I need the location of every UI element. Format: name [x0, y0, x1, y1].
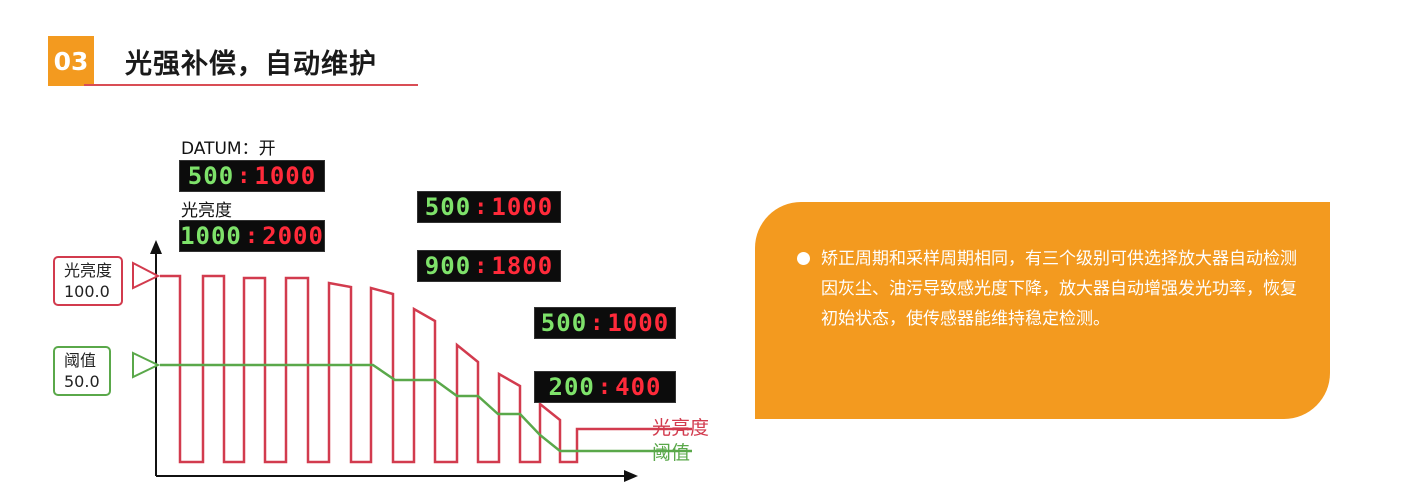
legend-brightness: 光亮度: [652, 417, 710, 439]
led-value-right: 1800: [491, 252, 554, 280]
led-value-left: 200: [548, 373, 595, 401]
led-display: 900:1800: [417, 250, 561, 282]
led-value-right: 2000: [262, 222, 324, 250]
datum-label: DATUM：开: [181, 139, 276, 159]
bullet-icon: [797, 252, 810, 265]
callout-value: 100.0: [64, 282, 110, 301]
led-value-left: 500: [187, 162, 235, 190]
info-card: 矫正周期和采样周期相同，有三个级别可供选择放大器自动检测因灰尘、油污导致感光度下…: [755, 202, 1330, 419]
section-underline: [84, 84, 418, 86]
led-value-left: 500: [540, 309, 588, 337]
brightness-waveform: [160, 274, 692, 464]
led-value-right: 400: [615, 373, 662, 401]
led-value-right: 1000: [254, 162, 317, 190]
led-display: 500:1000: [417, 191, 561, 223]
led-display: 200:400: [534, 371, 676, 403]
brightness-label: 光亮度: [181, 201, 232, 221]
threshold-line: [160, 363, 692, 453]
waveform-chart: [132, 240, 692, 482]
led-value-left: 500: [424, 193, 472, 221]
brightness-callout-pointer: [132, 261, 161, 290]
callout-name: 阈值: [64, 351, 97, 370]
brightness-callout: 光亮度 100.0: [53, 256, 124, 306]
callout-value: 50.0: [64, 372, 100, 391]
y-axis-arrow: [150, 240, 162, 254]
threshold-callout-pointer: [132, 351, 161, 379]
legend-threshold: 阈值: [652, 442, 691, 464]
led-value-left: 1000: [180, 222, 242, 250]
threshold-callout: 阈值 50.0: [53, 346, 111, 396]
light-compensation-diagram: DATUM：开 500:1000 光亮度 1000:2000 500:1000 …: [40, 118, 720, 495]
led-value-right: 1000: [491, 193, 554, 221]
led-value-right: 1000: [607, 309, 670, 337]
info-text: 矫正周期和采样周期相同，有三个级别可供选择放大器自动检测因灰尘、油污导致感光度下…: [821, 249, 1297, 329]
x-axis-arrow: [624, 470, 638, 482]
led-display: 1000:2000: [179, 220, 325, 252]
led-value-left: 900: [424, 252, 472, 280]
section-number: 03: [48, 36, 94, 86]
led-display: 500:1000: [179, 160, 325, 192]
section-title: 光强补偿，自动维护: [125, 49, 377, 80]
callout-name: 光亮度: [64, 261, 113, 280]
led-display: 500:1000: [534, 307, 676, 339]
